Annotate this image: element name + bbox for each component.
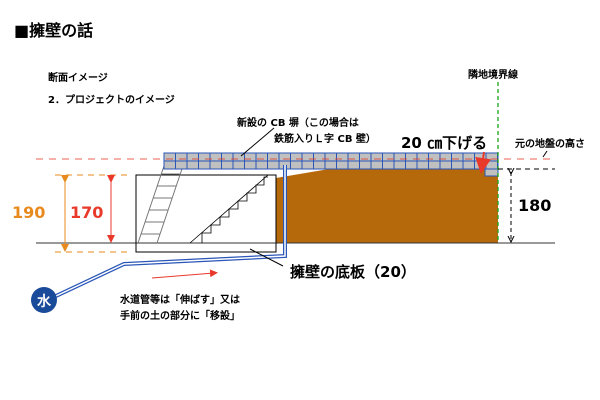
dim-170: 170: [70, 203, 103, 222]
note-line-2: 手前の土の部分に「移設」: [120, 309, 240, 322]
dim-190: 190: [12, 203, 45, 222]
page-title: ■擁壁の話: [14, 21, 93, 40]
water-pipe: [55, 165, 287, 298]
basement-box: [135, 174, 277, 253]
base-plate-leader: [249, 248, 284, 267]
stairs: [189, 174, 269, 244]
boundary-label: 隣地境界線: [468, 68, 518, 81]
note-line-1: 水道管等は「伸ばす」又は: [119, 293, 240, 306]
extend-arrow: [151, 269, 218, 279]
lower-arrow: [475, 151, 492, 174]
new-wall-label-2: 鉄筋入りＬ字 CB 壁）: [274, 132, 376, 145]
section-label: 断面イメージ: [48, 71, 108, 84]
cb-wall: [163, 152, 499, 177]
base-plate-label: 擁壁の底板（20）: [290, 263, 416, 281]
soil: [276, 168, 498, 243]
new-wall-label-1: 新設の CB 塀（この場合は: [237, 116, 359, 129]
ladder: [137, 159, 186, 244]
water-badge: [31, 287, 57, 313]
project-label: 2．プロジェクトのイメージ: [48, 93, 175, 106]
water-icon: 水: [37, 293, 52, 310]
original-ground-label: 元の地盤の高さ: [515, 137, 585, 150]
dim-180: 180: [518, 196, 551, 215]
new-wall-leader: [240, 127, 275, 157]
lower-20cm-label: 20 ㎝下げる: [401, 134, 487, 152]
original-ground-leader: [542, 150, 548, 158]
